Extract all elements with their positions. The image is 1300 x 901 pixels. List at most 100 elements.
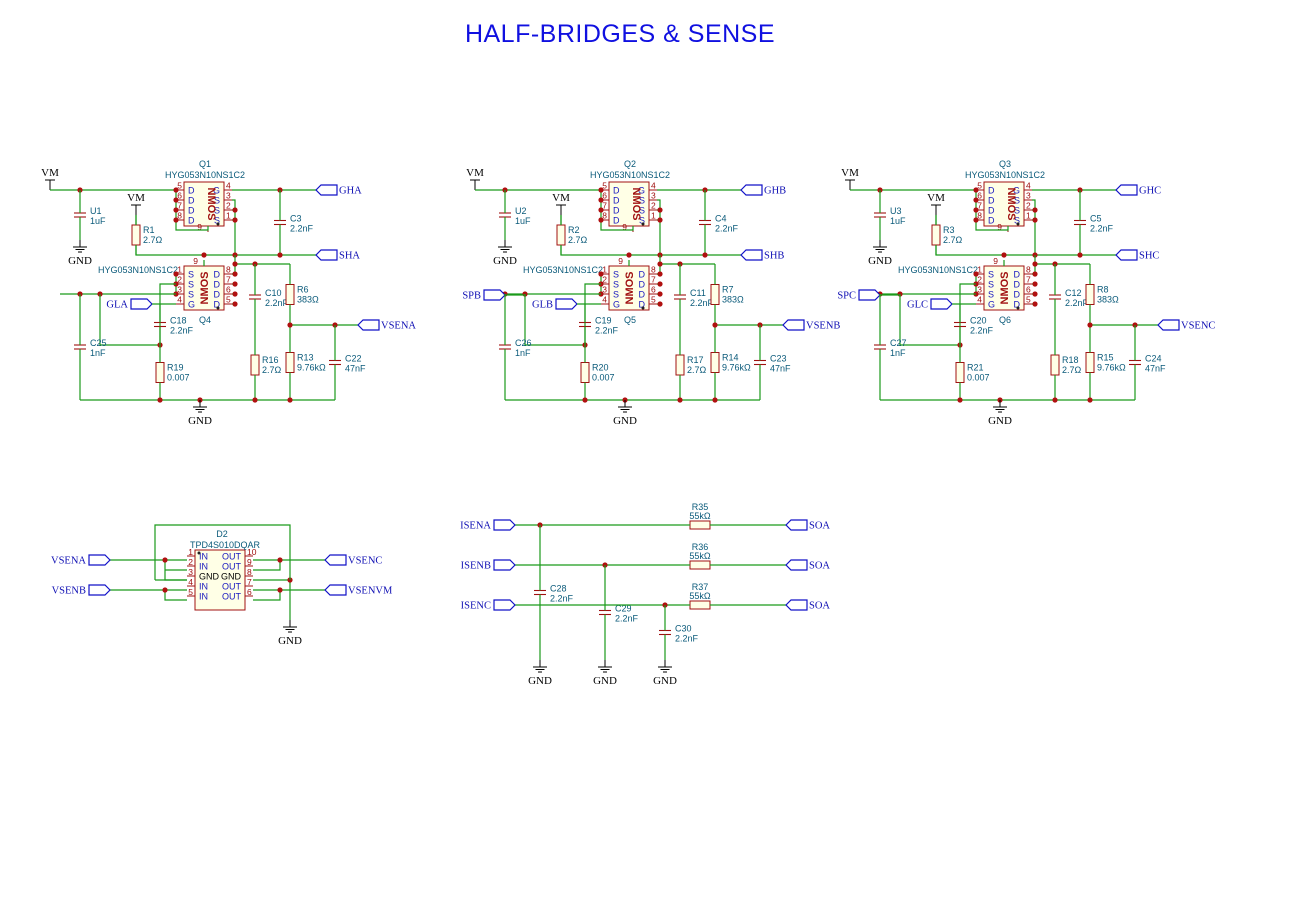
net-label-port: SHA — [315, 249, 360, 262]
pin-name: D — [188, 186, 195, 196]
capacitor-ref: C23 — [770, 354, 787, 364]
gnd-symbol: GND — [493, 240, 517, 267]
pin-number: 4 — [602, 295, 607, 305]
junction — [973, 187, 979, 193]
pin-number: 4 — [226, 181, 231, 191]
port-flag — [483, 289, 506, 301]
pin-name: D — [613, 196, 620, 206]
pin-number: 6 — [602, 191, 607, 201]
pin-number: 2 — [651, 201, 656, 211]
gnd-rail — [880, 397, 1135, 403]
fet-value: HYG053N10NS1C2 — [165, 170, 245, 180]
wire — [159, 283, 176, 345]
capacitor-value: 2.2nF — [970, 326, 994, 336]
resistor-value: 383Ω — [722, 295, 744, 305]
pin-number: 9 — [193, 256, 198, 266]
resistor-ref: R19 — [167, 363, 184, 373]
junction — [657, 217, 663, 223]
pin-name: S — [639, 196, 645, 206]
junction — [173, 217, 179, 223]
capacitor-value: 1nF — [890, 348, 906, 358]
resistor-ref: R37 — [692, 582, 709, 592]
resistor-ref: R8 — [1097, 285, 1109, 295]
net-label-port: SOA — [785, 599, 830, 612]
pin-number: 8 — [177, 211, 182, 221]
resistor-body — [556, 224, 566, 246]
vm-label: VM — [127, 192, 145, 204]
port-flag — [930, 298, 953, 310]
junction — [232, 271, 238, 277]
pin-name: S — [214, 206, 220, 216]
pin-name: D — [988, 196, 995, 206]
pin-name: S — [188, 290, 194, 300]
vm-rail — [50, 187, 176, 193]
port-flag — [782, 319, 805, 331]
net-label: ISENC — [461, 601, 491, 612]
pin-number: 5 — [977, 181, 982, 191]
pin-number: 9 — [247, 557, 252, 567]
gnd-label: GND — [613, 415, 637, 427]
capacitor-ref: C11 — [690, 288, 706, 298]
pin-name: D — [1014, 290, 1021, 300]
wire — [524, 294, 585, 346]
resistor-value: 2.7Ω — [1062, 365, 1082, 375]
net-label: GLB — [532, 300, 553, 311]
pin-number: 7 — [1026, 275, 1031, 285]
pin-name: G — [988, 300, 995, 310]
wire — [584, 283, 601, 345]
net-label-port: SPB — [462, 289, 506, 302]
pin-number: 3 — [188, 567, 193, 577]
resistor-value: 2.7Ω — [687, 365, 707, 375]
capacitor-ref: C4 — [715, 214, 727, 224]
pin-name: D — [214, 300, 221, 310]
vm-label: VM — [466, 167, 484, 179]
junction — [657, 301, 663, 307]
junction — [712, 322, 718, 328]
pin-name: G — [188, 300, 195, 310]
pin-number: 9 — [622, 222, 627, 232]
pin-name: D — [188, 216, 195, 226]
pin-number: 4 — [651, 181, 656, 191]
pin-number: 3 — [602, 285, 607, 295]
resistor: R32.7Ω — [931, 215, 963, 255]
page-title: HALF-BRIDGES & SENSE — [464, 20, 776, 48]
net-label-port: ISENC — [461, 599, 516, 612]
gnd-label: GND — [188, 415, 212, 427]
net-label: SPB — [462, 291, 481, 302]
gnd-symbol: GND — [528, 660, 552, 687]
hs-drain-bus — [173, 187, 209, 231]
wire — [232, 199, 236, 255]
pin-number: 8 — [1026, 265, 1031, 275]
pin-number: 1 — [177, 265, 182, 275]
capacitor: C42.2nF — [699, 190, 739, 255]
junction — [252, 397, 258, 403]
filter-net — [515, 562, 786, 568]
vsen-net — [1087, 322, 1158, 328]
net-label-port: SOA — [785, 559, 830, 572]
fet-ref: Q5 — [624, 315, 636, 325]
resistor-ref: R20 — [592, 363, 609, 373]
resistor-body — [250, 354, 260, 376]
junction — [1032, 271, 1038, 277]
capacitor-ref: C18 — [170, 316, 187, 326]
resistor-ref: R35 — [692, 502, 709, 512]
mosfet-body-label: NMOS — [205, 188, 217, 221]
junction — [973, 197, 979, 203]
pin1-mark — [641, 222, 645, 226]
mosfet-body-label: NMOS — [624, 272, 636, 305]
capacitor-value: 47nF — [770, 364, 791, 374]
net-label-port: VSENC — [324, 554, 382, 567]
pin-number: 8 — [651, 265, 656, 275]
pin-number: 5 — [651, 295, 656, 305]
junction — [277, 557, 283, 563]
resistor-ref: R15 — [1097, 353, 1114, 363]
gnd-rail — [80, 397, 335, 403]
net-label-port: VSENVM — [324, 584, 393, 597]
junction — [1087, 397, 1093, 403]
vm-power-symbol: VM — [466, 167, 484, 190]
